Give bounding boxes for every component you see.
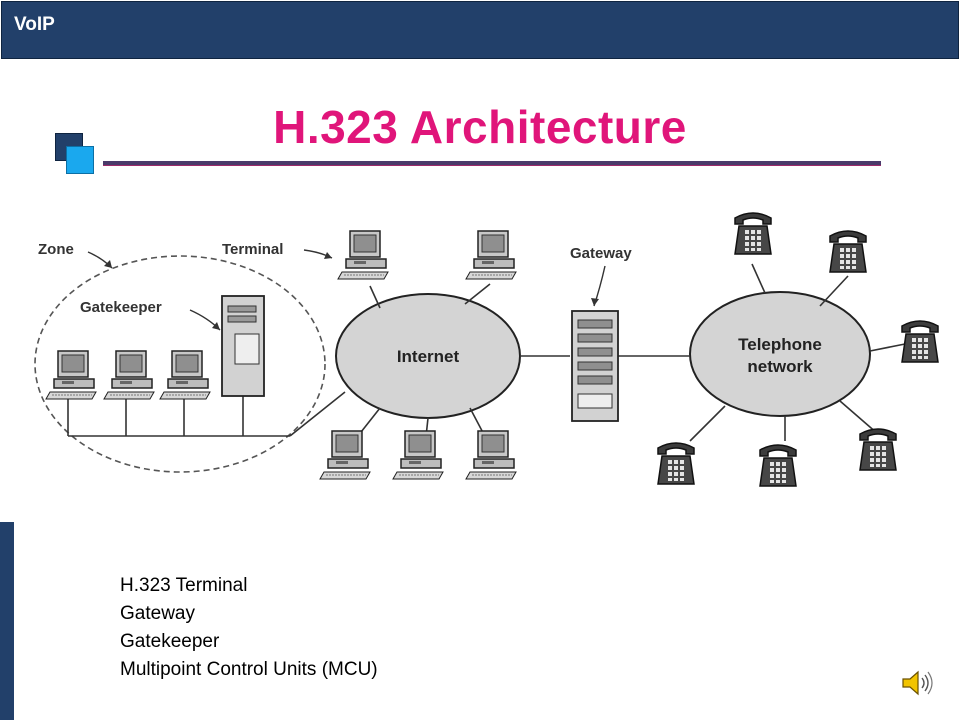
gateway-rack-icon — [571, 310, 619, 422]
slide-title: H.323 Architecture — [273, 101, 687, 153]
zone-label: Zone — [38, 241, 74, 258]
gateway-label: Gateway — [570, 245, 632, 262]
title-underline — [103, 161, 881, 166]
telephone-network-label-line2: network — [747, 357, 813, 376]
left-accent-bar — [0, 522, 14, 720]
bullet-text: Gatekeeper — [120, 631, 220, 652]
terminal-label: Terminal — [222, 241, 283, 258]
list-item: H.323 Terminal — [86, 572, 378, 600]
list-item: Gateway — [86, 600, 378, 628]
h323-architecture-diagram: Internet Telephone network — [34, 212, 939, 487]
header-bar: VoIP — [1, 1, 959, 59]
gatekeeper-server-icon — [221, 295, 265, 397]
zone-boundary — [34, 255, 326, 473]
bullet-text: H.323 Terminal — [120, 575, 248, 596]
speaker-icon[interactable] — [900, 668, 936, 698]
internet-label: Internet — [397, 347, 460, 366]
list-item: Gatekeeper — [86, 628, 378, 656]
gatekeeper-label: Gatekeeper — [80, 299, 162, 316]
telephone-network-label-line1: Telephone — [738, 335, 822, 354]
header-label: VoIP — [14, 14, 55, 35]
telephone-network-cloud — [689, 291, 871, 417]
square-logo-accent-icon — [66, 146, 94, 174]
bullet-text: Gateway — [120, 603, 195, 624]
list-item: Multipoint Control Units (MCU) — [86, 656, 378, 684]
bullet-list: H.323 Terminal Gateway Gatekeeper Multip… — [86, 572, 378, 684]
bullet-text: Multipoint Control Units (MCU) — [120, 659, 378, 680]
